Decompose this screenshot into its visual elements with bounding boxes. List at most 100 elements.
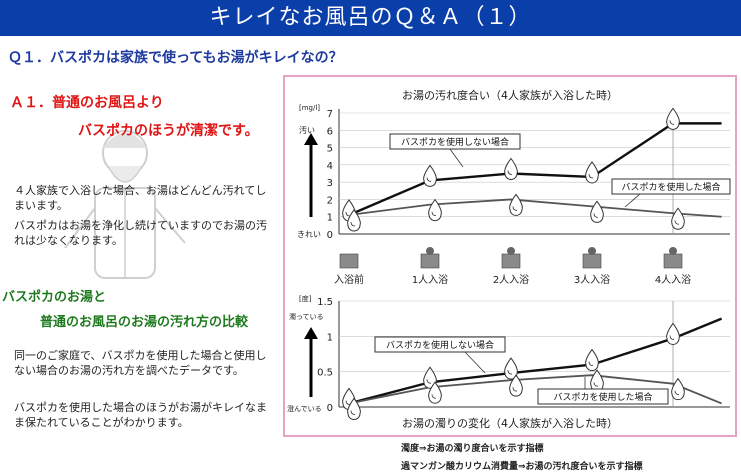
answer-heading-2: バスポカのほうが清潔です。 (78, 123, 259, 139)
category-label: 4人入浴 (655, 274, 691, 286)
top-series-point-shine (512, 206, 518, 211)
top-callout-leader-1 (449, 148, 464, 168)
top-y-tick-label: 4 (327, 161, 333, 172)
top-callout-box-1 (389, 133, 521, 150)
comparison-paragraph-2: バスポカを使用した場合のほうがお湯がキレイなまま保たれていることがわかります。 (14, 401, 267, 429)
bottom-callout-label-1: バスポカを使用しない場合 (386, 339, 494, 351)
bottom-y-tick-label: 1 (327, 332, 333, 343)
top-series-point (509, 193, 523, 216)
note-permanganate: 過マンガン酸カリウム消費量⇒お湯の汚れ度合いを示す指標 (401, 462, 643, 472)
top-y-tick-label: 3 (327, 178, 333, 189)
bather-icon (507, 247, 515, 255)
bottom-axis-bottom-label: 澄んでいる (287, 404, 322, 413)
top-series-point-shine (588, 173, 594, 179)
bottom-chart-unit: [度] (299, 294, 312, 303)
bottom-y-tick-label: 0.5 (317, 368, 333, 379)
bath-icon (420, 253, 440, 269)
top-series-point-shine (674, 220, 680, 225)
bottom-series-point-shine (431, 394, 437, 399)
bath-icon (339, 253, 359, 269)
top-series-point-shine (507, 170, 513, 175)
top-series-point (590, 200, 604, 223)
bottom-callout-box-1 (374, 336, 506, 353)
comparison-heading-2: 普通のお風呂のお湯の汚れ方の比較 (40, 315, 249, 330)
top-series-point (423, 164, 437, 187)
top-chart-title: お湯の汚れ度合い（4人家族が入浴した時） (402, 88, 618, 102)
top-series-line (348, 122, 722, 217)
answer-paragraph-1: ４人家族で入浴した場合、お湯はどんどん汚れてしまいます。 (14, 184, 267, 212)
top-y-tick-label: 6 (327, 126, 333, 137)
bottom-chart-title: お湯の濁りの変化（4人家族が入浴した時） (402, 416, 618, 430)
top-arrow-head (304, 133, 318, 145)
top-series-point-shine (345, 211, 351, 217)
top-callout-box-2 (611, 178, 731, 195)
bottom-series-point-shine (512, 387, 518, 392)
bottom-series-point-shine (674, 390, 680, 396)
bottom-series-line (348, 317, 723, 405)
top-callout-label-1: バスポカを使用しない場合 (401, 136, 509, 148)
top-series-point-shine (669, 120, 675, 125)
bottom-series-point (428, 381, 442, 404)
bottom-series-point (347, 397, 361, 420)
top-y-tick-label: 5 (327, 144, 333, 155)
top-axis-top-label: 汚い (299, 125, 315, 135)
bath-icon (501, 253, 521, 269)
answer-heading-1: Ａ１．普通のお風呂より (10, 95, 164, 111)
chart-frame: お湯の汚れ度合い（4人家族が入浴した時） [mg/l] 汚いきれい 0 1 2 3 4 5 6 7 バ… (283, 75, 737, 437)
bottom-series-point (585, 348, 599, 372)
bottom-callout-box-2 (537, 388, 669, 405)
bottom-series-point-shine (588, 361, 594, 366)
bottom-axis-top-label: 濁っている (289, 312, 324, 321)
comparison-heading-1: バスポカのお湯と (2, 290, 107, 305)
bottom-series-point (671, 377, 685, 401)
bottom-series-point (504, 357, 518, 380)
bath-icon (663, 253, 683, 269)
bottom-y-tick-label: 0 (327, 403, 333, 414)
top-chart-unit: [mg/l] (299, 104, 320, 112)
top-series-line (348, 198, 722, 218)
bather-icon (588, 247, 596, 255)
top-series-point-shine (431, 211, 437, 217)
category-label: 2人入浴 (493, 274, 529, 286)
bottom-series-point (423, 366, 437, 389)
category-label: 3人入浴 (574, 274, 610, 286)
top-series-point (347, 209, 361, 232)
top-series-point (585, 161, 599, 184)
top-axis-bottom-label: きれい (297, 230, 321, 239)
category-label: 1人入浴 (412, 274, 448, 286)
top-y-tick-label: 1 (327, 213, 333, 224)
bottom-arrow-head (304, 327, 318, 339)
bottom-series-point-shine (345, 400, 351, 405)
bottom-series-point-shine (669, 335, 675, 340)
top-callout-leader-2 (624, 193, 641, 208)
top-y-tick-label: 7 (327, 109, 333, 120)
bottom-series-point-shine (593, 382, 599, 387)
category-label: 入浴前 (334, 273, 364, 286)
top-series-point (666, 107, 680, 130)
top-y-tick-label: 2 (327, 195, 333, 206)
bather-icon (426, 247, 434, 255)
top-series-point (428, 198, 442, 222)
bottom-series-point-shine (507, 370, 513, 375)
question-heading: Ｑ１．バスポカは家族で使ってもお湯がキレイなの？ (8, 50, 343, 66)
comparison-paragraph-1: 同一のご家庭で、バスポカを使用した場合と使用しない場合のお湯の汚れ方を調べたデー… (14, 349, 267, 377)
top-series-point-shine (426, 177, 432, 182)
mascot-illustration (64, 130, 186, 279)
bottom-y-tick-label: 1.5 (317, 297, 333, 308)
bottom-callout-label-2: バスポカを使用した場合 (553, 391, 652, 403)
top-callout-label-2: バスポカを使用した場合 (621, 181, 720, 193)
page-title: キレイなお風呂のＱ＆Ａ（１） (0, 0, 741, 36)
bather-icon (669, 247, 677, 255)
bottom-series-point (666, 322, 680, 345)
bottom-series-point-shine (426, 379, 432, 384)
note-turbidity: 濁度⇒お湯の濁り度合いを示す指標 (401, 444, 544, 454)
top-y-tick-label: 0 (327, 230, 333, 241)
top-series-point-shine (593, 213, 599, 218)
bottom-callout-leader-1 (464, 351, 486, 374)
bath-icon (582, 253, 602, 269)
top-series-point (671, 207, 685, 230)
top-series-point-shine (350, 221, 356, 227)
answer-paragraph-2: バスポカはお湯を浄化し続けていますのでお湯の汚れは少なくなります。 (14, 219, 267, 247)
bottom-series-point-shine (350, 410, 356, 415)
